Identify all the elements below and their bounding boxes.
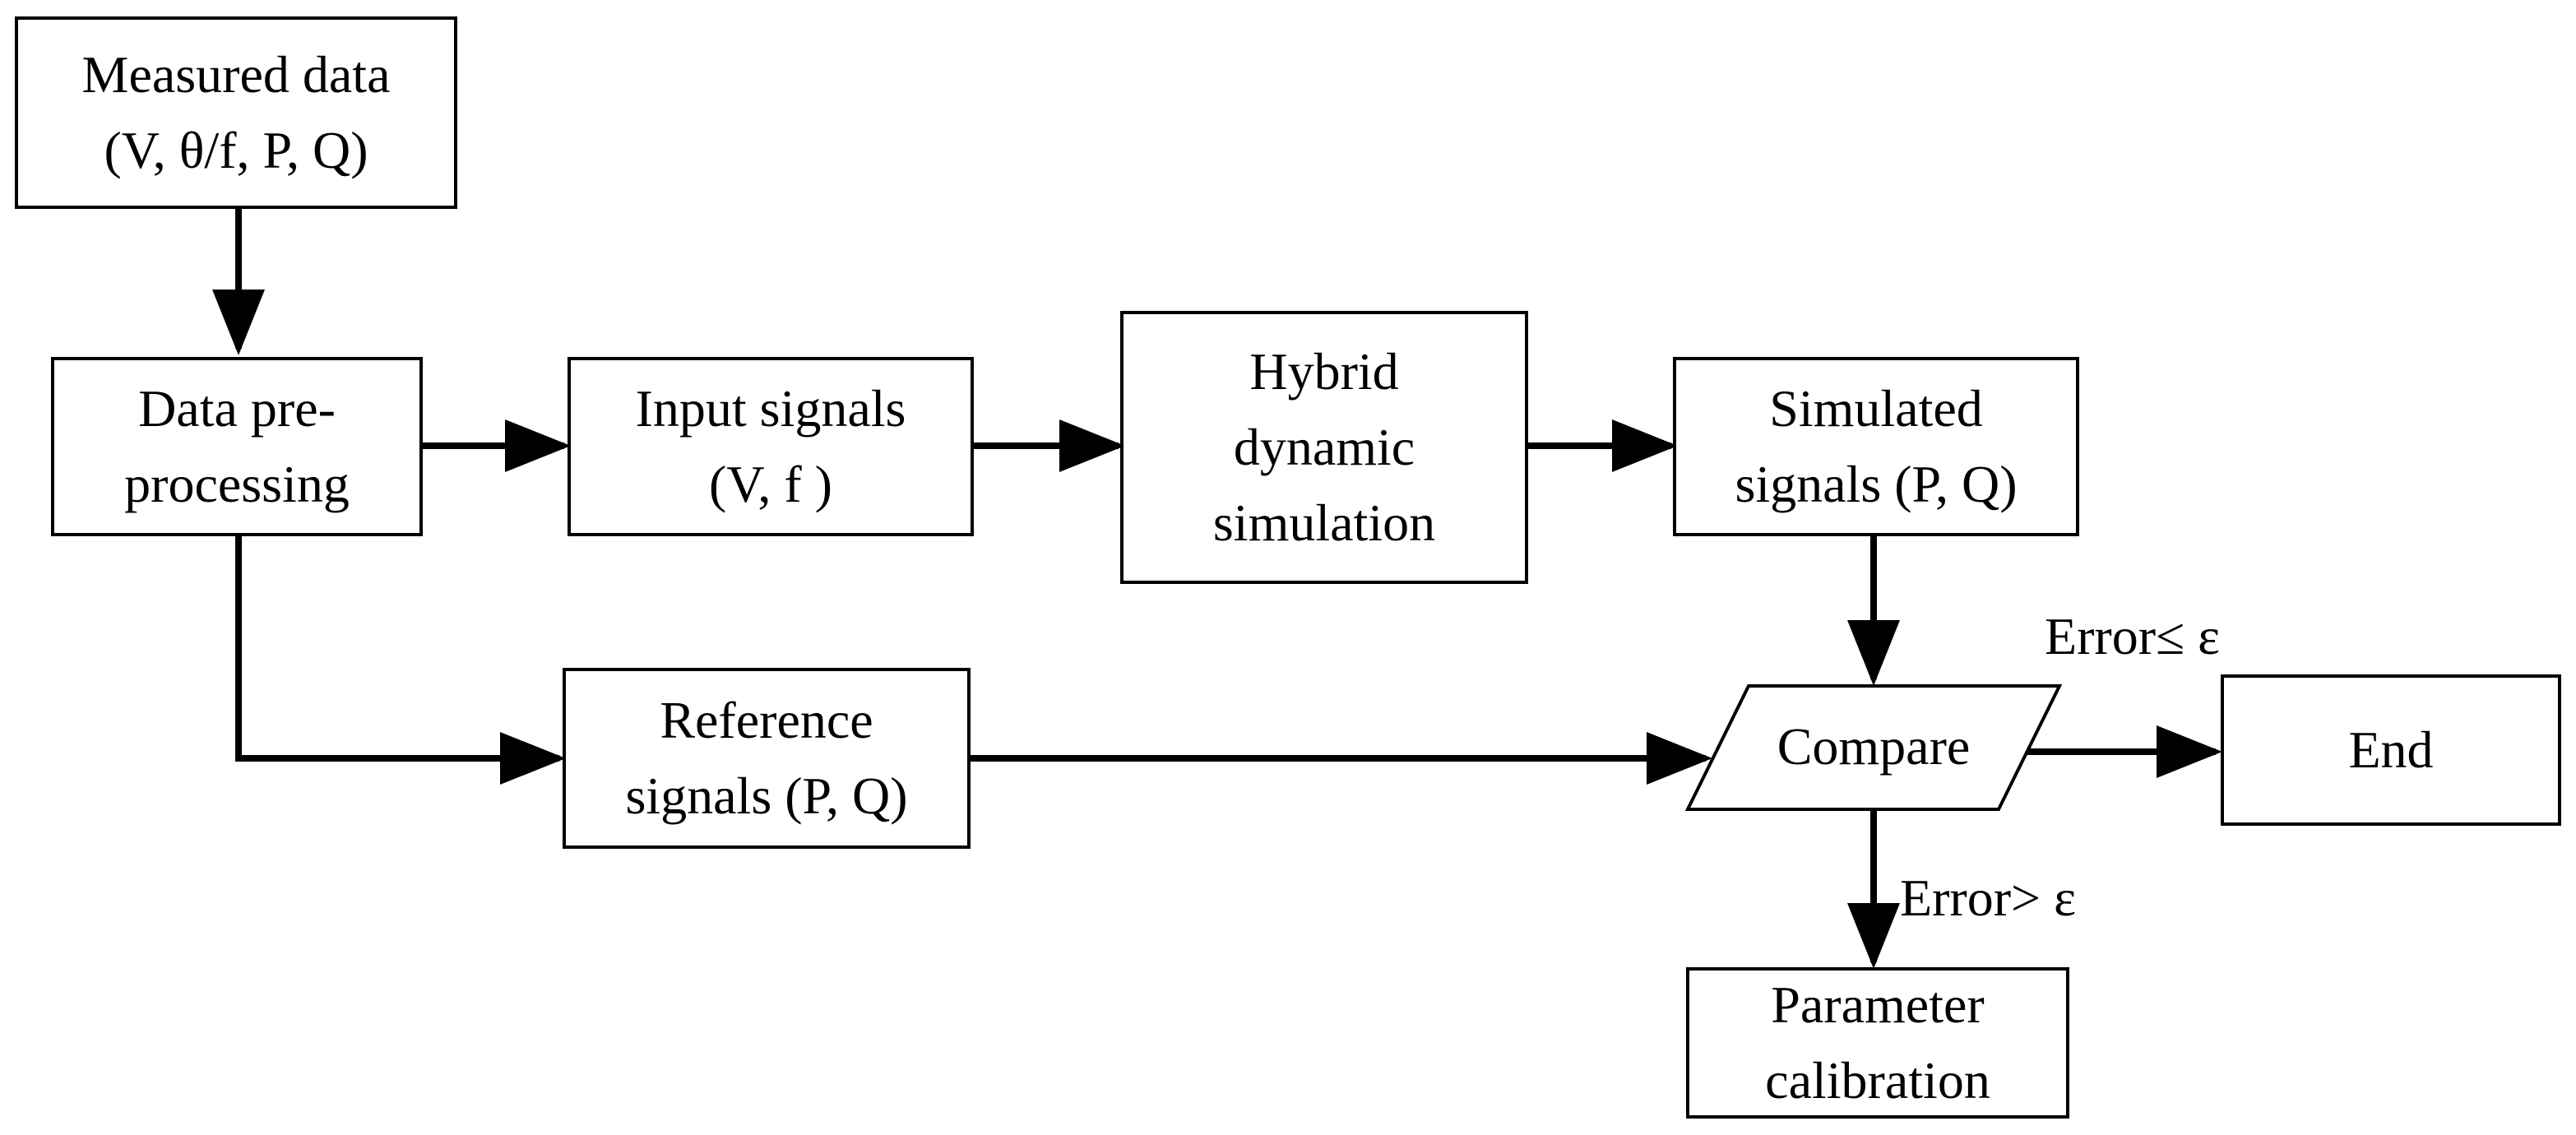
- measured-data-line1: Measured data: [81, 45, 391, 104]
- input-signals-line1: Input signals: [635, 379, 906, 438]
- simulated-signals-box: Simulated signals (P, Q): [1673, 357, 2079, 536]
- simulated-line1: Simulated: [1769, 379, 1983, 438]
- data-preprocessing-box: Data pre- processing: [51, 357, 423, 536]
- measured-data-box: Measured data (V, θ/f, P, Q): [15, 16, 457, 209]
- hybrid-line2: dynamic: [1233, 418, 1415, 476]
- error-exceeds-tolerance-label: Error> ε: [1900, 869, 2076, 927]
- calibration-line2: calibration: [1765, 1051, 1990, 1110]
- simulated-line2: signals (P, Q): [1735, 455, 2018, 513]
- calibration-line1: Parameter: [1771, 975, 1985, 1034]
- parameter-calibration-box: Parameter calibration: [1686, 967, 2069, 1119]
- hybrid-line3: simulation: [1212, 493, 1436, 552]
- input-signals-box: Input signals (V, f ): [568, 357, 974, 536]
- reference-signals-box: Reference signals (P, Q): [563, 668, 971, 849]
- error-within-tolerance-label: Error≤ ε: [2045, 607, 2221, 665]
- end-label: End: [2348, 720, 2434, 779]
- compare-parallelogram: [1684, 684, 2063, 811]
- reference-line2: signals (P, Q): [625, 767, 908, 825]
- preprocessing-line2: processing: [124, 455, 350, 513]
- end-box: End: [2221, 674, 2561, 826]
- arrow-preprocessing-to-reference: [235, 536, 566, 785]
- hybrid-line1: Hybrid: [1249, 342, 1399, 401]
- compare-label: Compare: [1777, 717, 1971, 776]
- input-signals-line2: (V, f ): [709, 455, 832, 513]
- reference-line1: Reference: [660, 691, 873, 749]
- hybrid-simulation-box: Hybrid dynamic simulation: [1120, 311, 1528, 584]
- preprocessing-line1: Data pre-: [138, 379, 336, 438]
- measured-data-line2: (V, θ/f, P, Q): [104, 121, 368, 179]
